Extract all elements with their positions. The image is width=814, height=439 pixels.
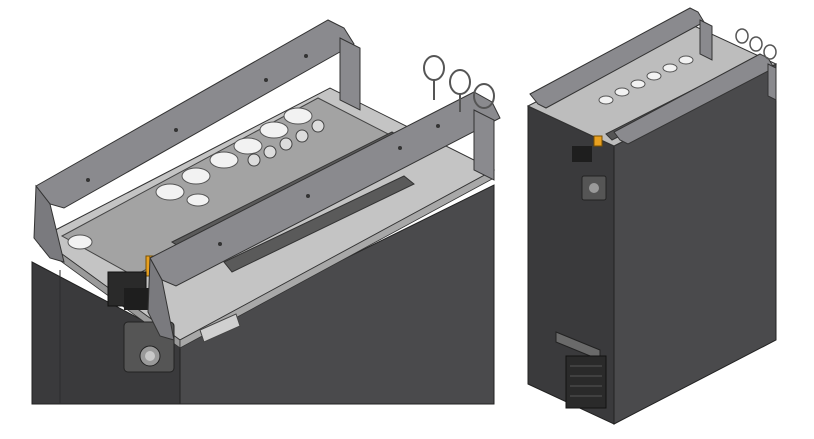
terminal-plug-small — [572, 146, 592, 162]
bottom-vent — [555, 331, 607, 409]
mounting-clip — [199, 313, 241, 343]
close-up-view — [31, 19, 501, 405]
key-rings-small — [735, 28, 777, 60]
cable-glands — [67, 107, 325, 250]
terminal-block-small — [593, 135, 603, 147]
cable-glands-small — [598, 55, 694, 105]
full-unit-view — [526, 7, 778, 425]
key-rings — [423, 55, 495, 112]
front-connector-small — [581, 175, 607, 201]
handle-bracket-small — [529, 7, 777, 145]
